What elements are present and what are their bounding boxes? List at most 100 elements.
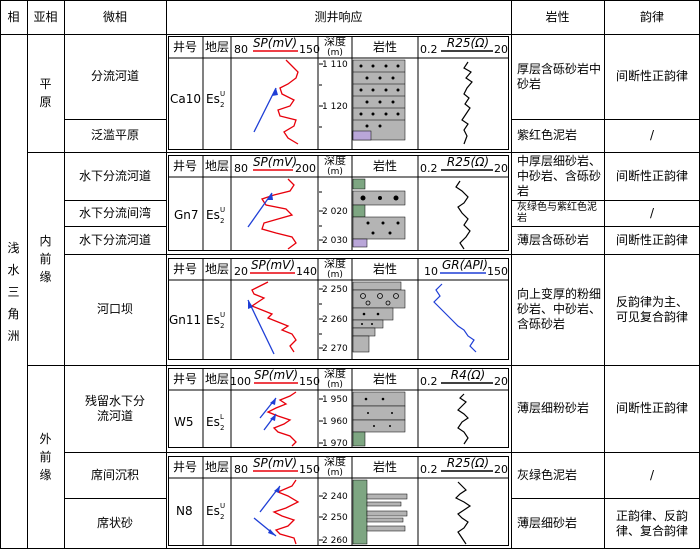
grid-line — [511, 498, 700, 499]
depth-unit: (m) — [327, 167, 343, 177]
depth-tick: 1 950 — [322, 395, 348, 405]
lithology-r8: 灰绿色泥岩 — [517, 467, 578, 482]
microfacies-sheet-sand: 席状砂 — [96, 516, 133, 530]
res-curve — [454, 481, 472, 545]
well-header: 井号 — [173, 262, 197, 276]
rhythm-r2: / — [649, 128, 655, 142]
rhythm-r7: 间断性正韵律 — [615, 401, 688, 415]
subfacies-char: 缘 — [39, 468, 52, 482]
microfacies-residual-channel: 残留水下分流河道 — [84, 393, 145, 423]
trend-arrowhead — [267, 193, 273, 200]
gr-min: 10 — [424, 265, 438, 278]
header-microfacies: 微相 — [102, 9, 127, 24]
formation-name: Es — [206, 504, 220, 518]
facies-char: 水 — [7, 262, 20, 277]
lith-sand-bed — [352, 289, 406, 309]
lith-mud-bed — [352, 479, 368, 545]
facies-char: 洲 — [7, 328, 20, 343]
trend-arrowhead — [248, 300, 253, 309]
formation-header: 地层 — [205, 40, 229, 54]
depth-tick: 2 250 — [322, 285, 348, 295]
well-name: Gn7 — [174, 208, 199, 222]
lith-sand-bed — [352, 307, 394, 321]
formation-sub: 2 — [220, 424, 224, 432]
subfacies-char: 平 — [39, 77, 52, 91]
formation-name: Es — [206, 92, 220, 106]
lith-mud-bed — [352, 431, 366, 447]
depth-tick: 2 260 — [322, 315, 348, 325]
lith-sand-bed — [352, 405, 406, 421]
subfacies-plain: 平 原 — [27, 34, 64, 152]
sp-min: 80 — [234, 463, 248, 476]
res-min: 0.2 — [420, 463, 438, 476]
sp-label: SP(mV) — [251, 258, 295, 272]
depth-header: 深度 — [324, 155, 346, 167]
grid-line — [511, 0, 512, 549]
sp-curve — [250, 281, 297, 353]
sp-label: SP(mV) — [253, 155, 297, 169]
grid-line — [27, 152, 700, 153]
sp-curve — [260, 178, 297, 250]
depth-header: 深度 — [324, 368, 346, 380]
lith-sand-bed — [366, 501, 402, 507]
sp-min: 20 — [234, 265, 248, 278]
sp-curve — [277, 59, 299, 145]
depth-tick: 1 110 — [322, 60, 348, 70]
header-rhythm: 韵律 — [639, 9, 664, 24]
grid-line — [64, 498, 166, 499]
res-min: 0.2 — [420, 375, 438, 388]
microfacies-mouth-bar: 河口坝 — [96, 302, 133, 316]
depth-header: 深度 — [324, 36, 346, 48]
depth-unit: (m) — [327, 468, 343, 478]
lith-sand-bed — [366, 525, 406, 532]
trend-arrowhead — [268, 529, 276, 536]
rhythm-r4: / — [649, 205, 655, 220]
grid-line — [511, 200, 700, 201]
res-label: R25(Ω) — [447, 36, 489, 50]
grid-line — [27, 365, 700, 366]
res-curve — [457, 393, 469, 445]
depth-tick: 2 020 — [322, 207, 348, 217]
gr-max: 150 — [487, 265, 508, 278]
formation-sub: 2 — [220, 322, 224, 330]
log-panel-gn11: 井号 地层 20 SP(mV) 140 深度 (m) 岩性 10 GR(API)… — [168, 258, 509, 360]
res-label: R4(Ω) — [451, 368, 486, 382]
sp-min: 100 — [230, 375, 251, 388]
grid-line — [0, 0, 1, 549]
sp-min: 80 — [234, 43, 248, 56]
trend-arrowhead — [274, 486, 280, 493]
formation-sub: 2 — [220, 513, 224, 521]
log-panel-w5: 井号 地层 100 SP(mV) 150 深度 (m) 岩性 0.2 R4(Ω)… — [168, 368, 509, 448]
well-header: 井号 — [173, 372, 197, 386]
rhythm-r3: 间断性正韵律 — [615, 168, 688, 183]
formation-name: Es — [206, 313, 220, 327]
res-min: 0.2 — [420, 43, 438, 56]
grid-line — [166, 0, 167, 549]
grid-line — [64, 452, 700, 453]
lithology-r6: 向上变厚的粉细砂岩、中砂岩、含砾砂岩 — [517, 287, 602, 331]
subfacies-outer-front: 外 前 缘 — [27, 365, 64, 549]
lithology-r2: 紫红色泥岩 — [517, 128, 578, 142]
lithology-r9: 薄层细砂岩 — [517, 516, 578, 530]
lith-sand-bed — [352, 327, 376, 337]
subfacies-char: 缘 — [39, 269, 52, 284]
lith-sand-bed — [352, 335, 370, 353]
depth-unit: (m) — [327, 380, 343, 390]
sp-min: 80 — [234, 162, 248, 175]
res-max: 20 — [494, 463, 508, 476]
microfacies-distributary-channel: 分流河道 — [90, 69, 139, 83]
grid-line — [27, 0, 28, 549]
grid-line — [64, 119, 166, 120]
lithology-header: 岩性 — [373, 158, 397, 173]
depth-tick: 1 970 — [322, 439, 348, 448]
formation-name: Es — [206, 415, 220, 429]
grid-line — [0, 34, 700, 35]
log-panel-gn7: 井号 地层 80 SP(mV) 200 深度 (m) 岩性 0.2 R25(Ω)… — [168, 155, 509, 251]
formation-sup: U — [220, 311, 225, 319]
trend-arrow — [247, 299, 275, 355]
lith-mud-bed — [352, 130, 372, 141]
sp-max: 150 — [299, 43, 320, 56]
facies-char: 角 — [7, 306, 20, 321]
res-max: 20 — [494, 162, 508, 175]
